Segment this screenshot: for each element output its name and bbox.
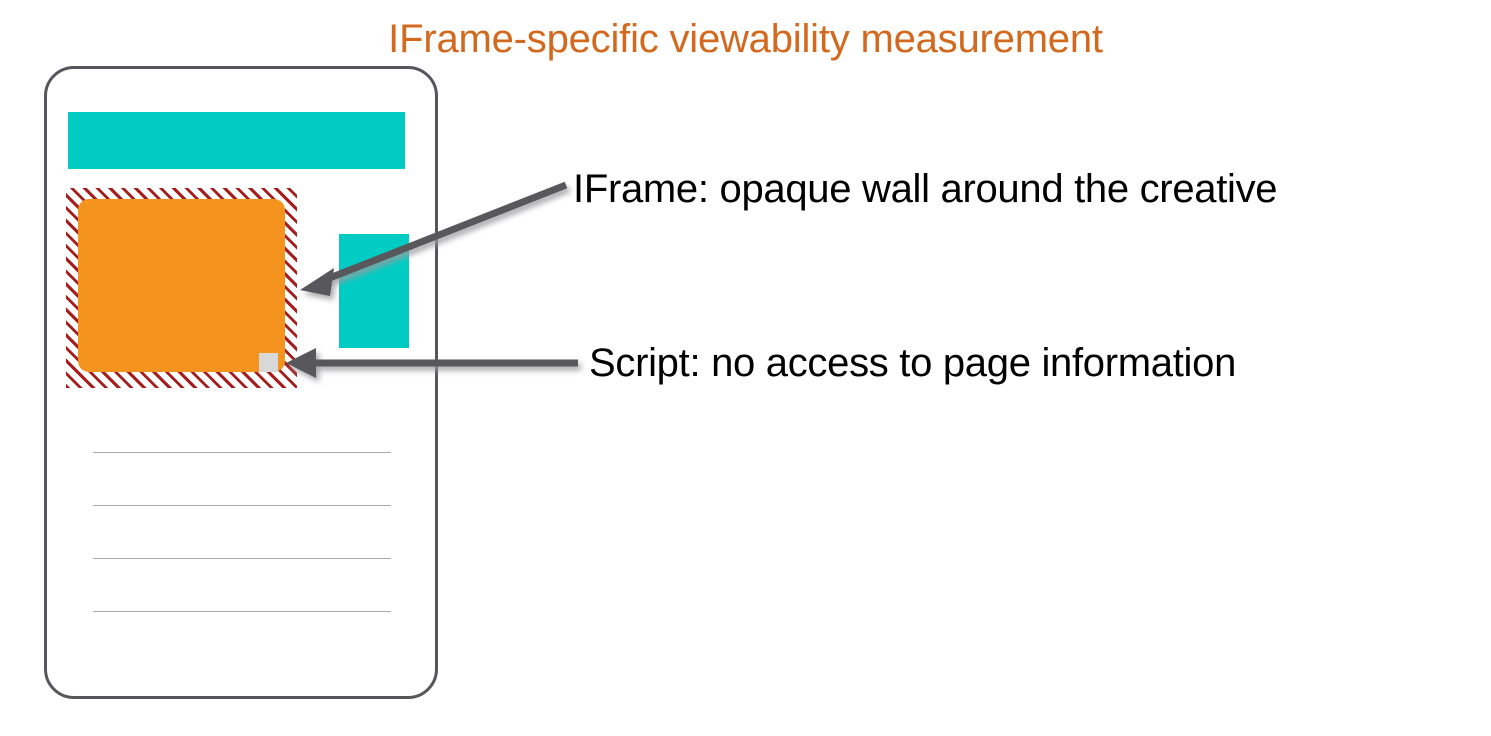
callout-label-iframe: IFrame: opaque wall around the creative: [573, 167, 1278, 211]
ad-creative: [78, 199, 285, 372]
callout-label-script: Script: no access to page information: [589, 341, 1237, 385]
measurement-script-pixel: [259, 353, 278, 372]
page-side-block: [339, 234, 409, 348]
page-banner: [68, 112, 405, 169]
page-text-rule-4: [93, 611, 391, 612]
page-title: IFrame-specific viewability measurement: [388, 17, 1103, 61]
page-text-rule-2: [93, 505, 391, 506]
page-text-rule-3: [93, 558, 391, 559]
page-text-rule-1: [93, 452, 391, 453]
